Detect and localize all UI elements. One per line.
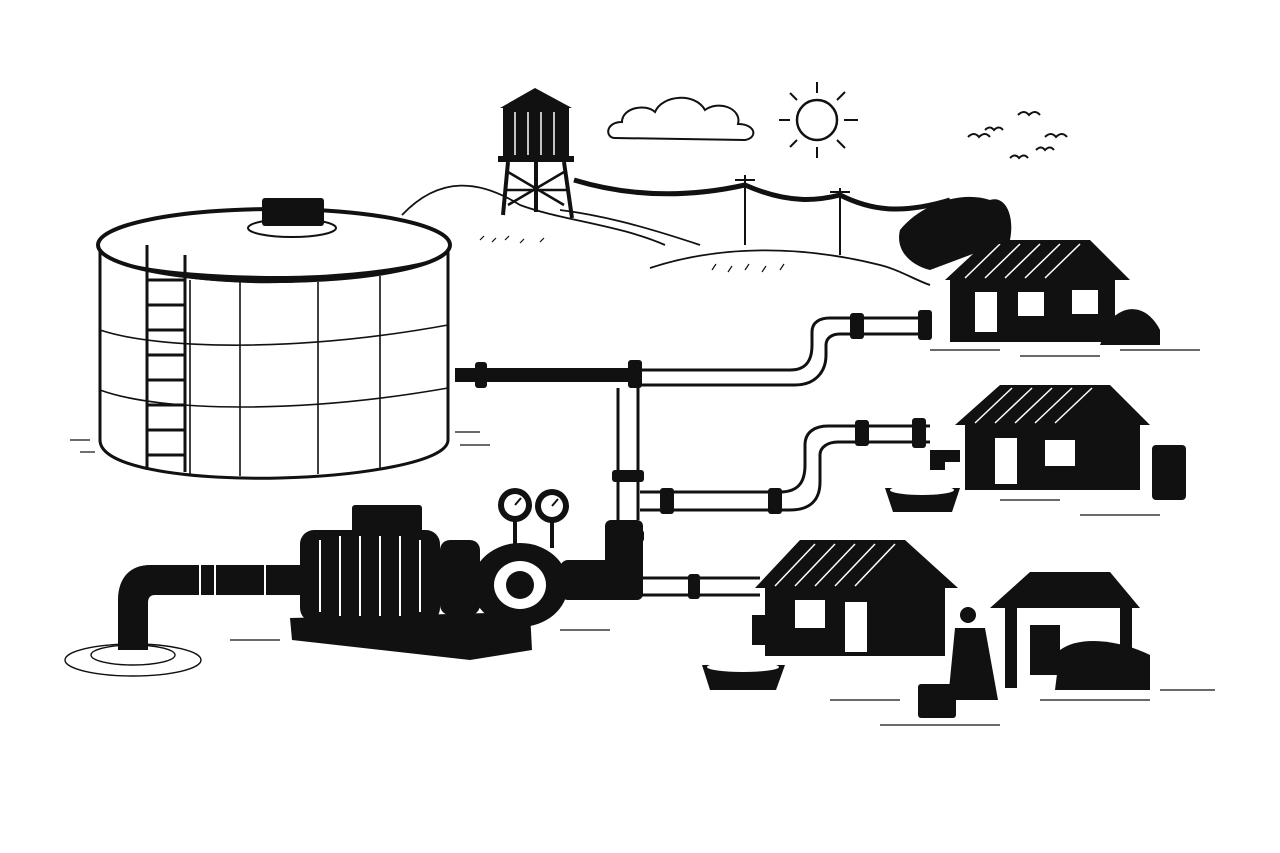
- power-lines: [573, 175, 951, 255]
- bird-icon: [1017, 111, 1041, 117]
- birds: [967, 111, 1068, 160]
- tank-hatch: [247, 198, 337, 238]
- basin-icon: [885, 485, 960, 512]
- cloud-icon: [607, 96, 755, 142]
- tank-ladder: [145, 245, 187, 472]
- shed-icon: [990, 572, 1150, 690]
- bird-icon: [1009, 154, 1029, 160]
- bird-icon: [984, 126, 1004, 132]
- bird-icon: [1044, 133, 1068, 139]
- storage-tank-icon: [70, 198, 490, 480]
- water-tower-icon: [498, 88, 574, 219]
- main-pipe: [455, 310, 932, 388]
- hills: [401, 184, 931, 286]
- centrifugal-pump-icon: [290, 488, 643, 660]
- pressure-gauge-icon: [498, 488, 532, 548]
- pressure-gauge-icon: [535, 489, 569, 548]
- bird-icon: [1035, 146, 1055, 152]
- branch-pipe-middle: [640, 418, 960, 514]
- ground-lines: [230, 349, 1215, 726]
- house-icon: [899, 196, 1160, 345]
- riser-pipe: [612, 388, 644, 542]
- sun-icon: [779, 82, 858, 158]
- basin-icon: [702, 662, 785, 690]
- person-icon: [918, 607, 998, 718]
- house-icon: [702, 540, 958, 690]
- intake-pipe: [64, 563, 305, 677]
- house-icon: [885, 385, 1186, 512]
- bird-icon: [967, 133, 991, 139]
